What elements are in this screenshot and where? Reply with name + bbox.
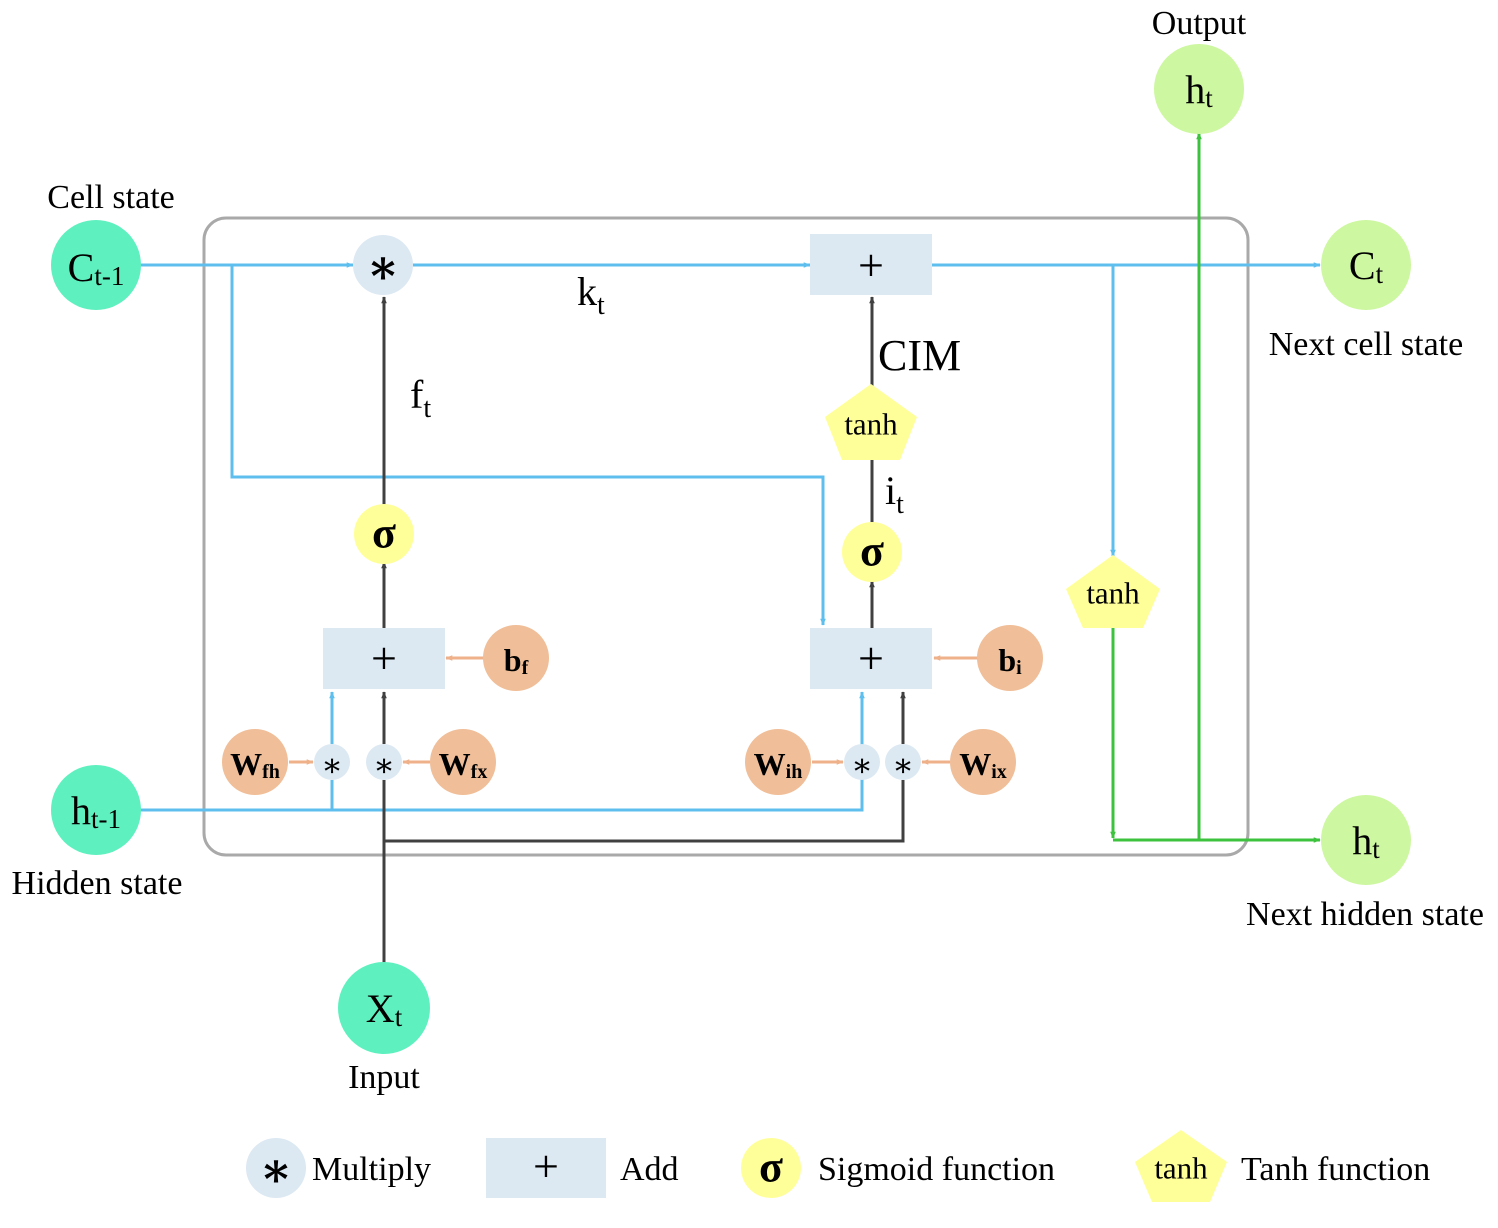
next-cell-state-label: Next cell state [1269,326,1463,363]
weight-node-wih: Wih [745,729,811,795]
legend-tanh: tanh Tanh function [1135,1130,1430,1202]
add-box-input: + [810,628,932,689]
legend-sigmoid: σ Sigmoid function [741,1138,1055,1198]
weight-node-wfx: Wfx [430,729,496,795]
svg-text:∗: ∗ [259,1145,292,1198]
svg-text:tanh: tanh [1086,576,1140,611]
svg-text:∗: ∗ [366,242,399,295]
k-t-label: kt [577,269,605,321]
f-t-label: ft [410,372,431,424]
legend-add-label: Add [620,1151,679,1188]
svg-text:ht-1: ht-1 [71,788,121,835]
multiply-node-ix: ∗ [885,744,921,783]
svg-text:+: + [858,633,884,684]
weight-node-wfh: Wfh [222,729,288,795]
svg-text:∗: ∗ [851,747,873,783]
next-cell-state-node: Ct [1321,220,1411,310]
hidden-state-connections [1110,132,1321,843]
tanh-node-cim: tanh [825,384,917,460]
cell-state-label: Cell state [47,179,174,216]
svg-text:Xt: Xt [366,986,403,1033]
input-label: Input [348,1059,420,1096]
bias-node-bi: bi [977,625,1043,691]
sigmoid-node-forget: σ [354,504,414,564]
svg-text:Wfx: Wfx [439,746,488,783]
legend-sigmoid-label: Sigmoid function [818,1151,1055,1188]
svg-text:ht: ht [1352,818,1380,865]
svg-text:Wfh: Wfh [230,746,280,783]
next-hidden-state-label: Next hidden state [1246,896,1484,933]
svg-text:tanh: tanh [1154,1151,1208,1186]
bias-node-bf: bf [483,625,549,691]
svg-text:Ct: Ct [1349,243,1384,290]
weight-connections [289,655,978,765]
svg-text:∗: ∗ [373,747,395,783]
legend-tanh-label: Tanh function [1241,1151,1430,1188]
svg-text:bf: bf [504,642,529,679]
svg-text:σ: σ [759,1143,783,1192]
svg-text:σ: σ [372,509,396,558]
svg-text:ht: ht [1185,67,1213,114]
i-t-label: it [885,468,904,520]
cell-state-prev-node: Ct-1 [51,220,141,310]
svg-text:σ: σ [860,527,884,576]
output-node: ht [1154,44,1244,134]
multiply-node-cell: ∗ [353,235,413,295]
multiply-node-fh: ∗ [314,744,350,783]
svg-text:∗: ∗ [892,747,914,783]
add-box-forget: + [323,628,445,689]
sigmoid-node-input: σ [842,522,902,582]
lstm-cell-border [202,216,1250,857]
cim-label: CIM [878,331,961,380]
hidden-state-prev-node: ht-1 [51,765,141,855]
multiply-node-ih: ∗ [844,744,880,783]
add-box-cell: + [810,234,932,295]
cell-state-connections [140,262,1321,812]
svg-text:Ct-1: Ct-1 [68,245,125,292]
legend-add: + Add [486,1138,679,1198]
legend-multiply: ∗ Multiply [246,1138,431,1198]
svg-text:+: + [533,1141,559,1192]
svg-text:+: + [371,633,397,684]
tanh-node-output: tanh [1066,555,1160,628]
svg-text:+: + [858,240,884,291]
output-label: Output [1152,5,1247,42]
svg-text:bi: bi [998,642,1022,679]
svg-text:Wix: Wix [959,746,1007,783]
svg-text:tanh: tanh [844,407,898,442]
legend: ∗ Multiply + Add σ Sigmoid function tanh… [246,1130,1430,1202]
svg-text:∗: ∗ [321,747,343,783]
data-connections [381,296,906,966]
svg-text:Wih: Wih [754,746,803,783]
legend-multiply-label: Multiply [312,1151,431,1188]
hidden-state-label: Hidden state [12,865,183,902]
weight-node-wix: Wix [950,729,1016,795]
next-hidden-state-node: ht [1321,795,1411,885]
input-node: Xt [338,962,430,1054]
multiply-node-fx: ∗ [366,744,402,783]
